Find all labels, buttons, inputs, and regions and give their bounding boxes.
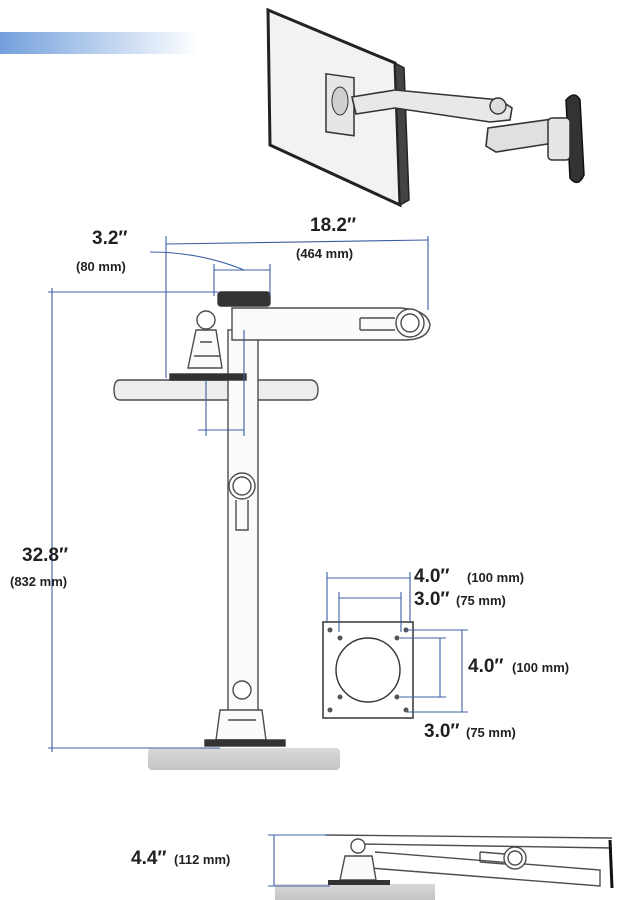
- floor-base: [148, 748, 340, 770]
- vesa-width-large-inches: 4.0″: [414, 566, 450, 587]
- folded-height-inches: 4.4″: [131, 848, 167, 869]
- top-mount: [217, 291, 271, 307]
- arm-reach-inches: 18.2″: [310, 215, 357, 236]
- vesa-width-small-mm: (75 mm): [456, 593, 506, 608]
- vesa-height-large-inches: 4.0″: [468, 656, 504, 677]
- vesa-height-small-inches: 3.0″: [424, 721, 460, 742]
- overall-height-mm: (832 mm): [10, 574, 68, 589]
- dimension-lines: [48, 236, 429, 752]
- desk-surface: [113, 379, 319, 401]
- folded-profile-drawing: [275, 834, 614, 900]
- folded-dimension-lines: [268, 834, 330, 887]
- arm-reach-mm: (464 mm): [296, 246, 354, 261]
- folded-height-mm: (112 mm): [174, 852, 231, 867]
- vesa-center-hole: [335, 637, 401, 703]
- arm-segment-upper: [351, 89, 513, 123]
- header-banner: [0, 32, 200, 54]
- vesa-dimension-lines: [326, 572, 468, 713]
- overall-height-inches: 32.8″: [22, 545, 69, 566]
- vesa-height-large-mm: (100 mm): [512, 660, 570, 675]
- product-illustration: [266, 7, 585, 208]
- vesa-width-small-inches: 3.0″: [414, 589, 450, 610]
- folded-floor-base: [275, 884, 435, 900]
- side-elevation-drawing: [113, 291, 431, 770]
- vesa-height-small-mm: (75 mm): [466, 725, 516, 740]
- pole-offset-mm: (80 mm): [76, 259, 126, 274]
- wall-bracket: [565, 94, 585, 184]
- vesa-width-large-mm: (100 mm): [467, 570, 525, 585]
- pole-offset-inches: 3.2″: [92, 228, 128, 249]
- vesa-pattern-drawing: [322, 621, 414, 719]
